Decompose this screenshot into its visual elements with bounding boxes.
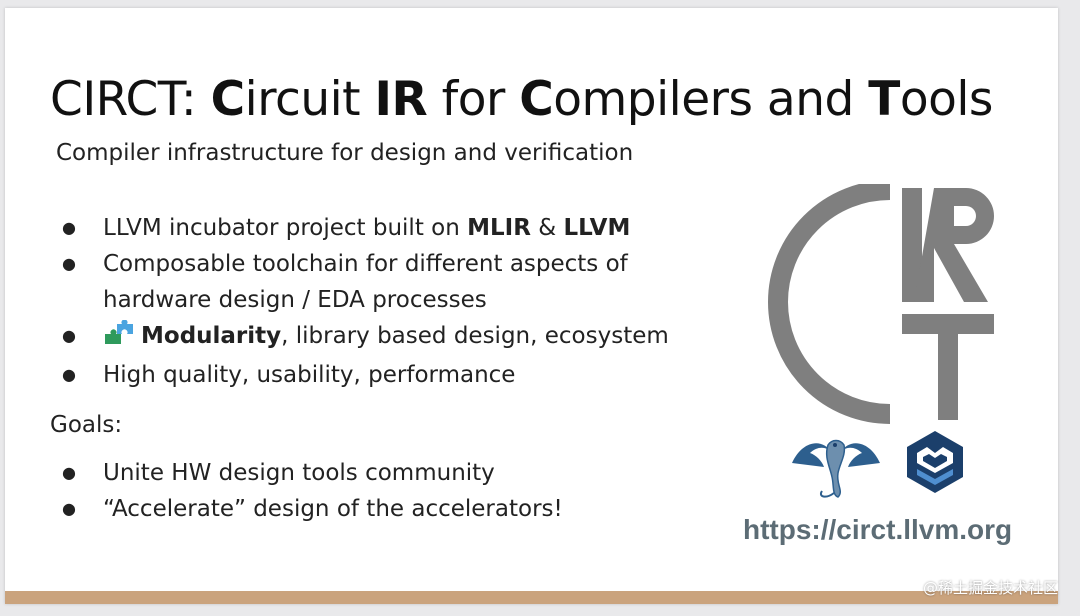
- slide: CIRCT: Circuit IR for Compilers and Tool…: [5, 8, 1058, 604]
- list-item: ●“Accelerate” design of the accelerators…: [62, 496, 563, 522]
- list-item: ●LLVM incubator project built on MLIR & …: [62, 215, 631, 241]
- accent-bar: [5, 591, 1058, 604]
- puzzle-icon: [103, 319, 137, 357]
- slide-subtitle: Compiler infrastructure for design and v…: [56, 140, 634, 166]
- circt-logo: [762, 180, 1002, 428]
- slide-title: CIRCT: Circuit IR for Compilers and Tool…: [50, 72, 993, 127]
- mlir-icon: [903, 429, 967, 499]
- llvm-dragon-icon: [788, 433, 884, 505]
- goals-label: Goals:: [50, 412, 123, 438]
- list-item: ●Composable toolchain for different aspe…: [62, 251, 628, 313]
- list-item: ●High quality, usability, performance: [62, 362, 516, 388]
- goals-list: ●Unite HW design tools community ●“Accel…: [57, 455, 717, 527]
- list-item: ●Unite HW design tools community: [62, 460, 495, 486]
- list-item: ●Modularity, library based design, ecosy…: [57, 318, 717, 357]
- project-url[interactable]: https://circt.llvm.org: [743, 514, 1013, 545]
- feature-list: ●LLVM incubator project built on MLIR & …: [57, 210, 717, 393]
- watermark: @稀土掘金技术社区: [922, 579, 1058, 597]
